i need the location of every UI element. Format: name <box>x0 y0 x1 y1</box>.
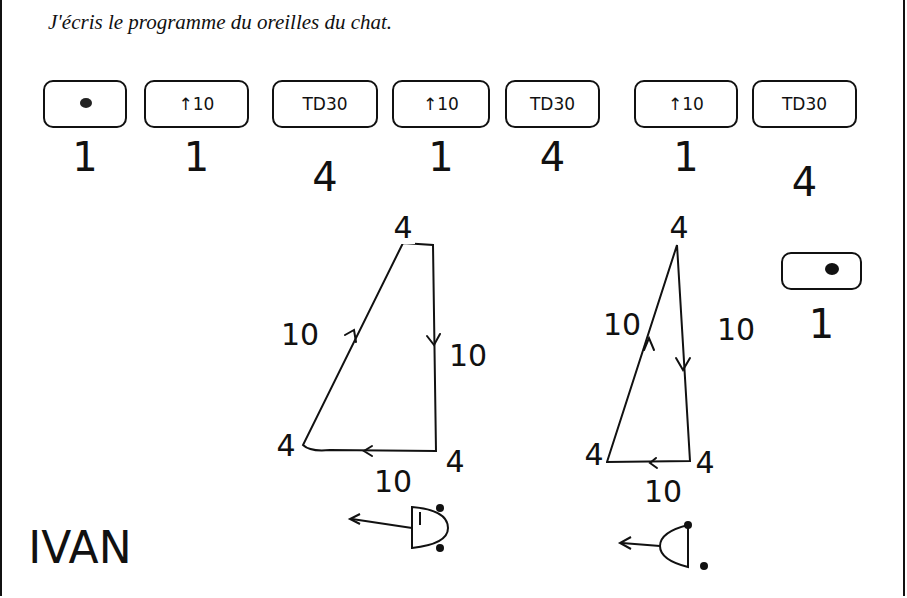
robot-icon <box>350 507 448 548</box>
program-card: ↑10 1 <box>634 80 738 181</box>
card-box: TD30 <box>752 80 857 128</box>
pen-dot <box>825 263 839 275</box>
command-text: ↑10 <box>423 94 459 114</box>
dimension-label: 4 <box>667 212 690 244</box>
command-text: TD30 <box>302 94 347 114</box>
program-card: TD30 4 <box>505 80 600 181</box>
triangle-right <box>607 245 690 468</box>
dimension-label: 4 <box>391 212 414 244</box>
card-box <box>43 80 127 128</box>
dimension-label: 4 <box>274 430 297 462</box>
dimension-label: 10 <box>601 309 643 341</box>
dimension-label: 10 <box>715 314 757 346</box>
repeat-number: 1 <box>184 135 209 179</box>
program-card: 1 <box>43 80 127 181</box>
triangle-left <box>303 243 440 456</box>
dimension-label: 4 <box>443 446 466 478</box>
dimension-label: 10 <box>642 476 684 508</box>
program-card: ↑10 1 <box>392 80 490 181</box>
program-card: 1 <box>781 252 862 348</box>
robot-icon <box>620 525 688 567</box>
robot-wheel <box>436 504 444 512</box>
command-text: ↑10 <box>668 94 704 114</box>
card-box: TD30 <box>272 80 378 128</box>
card-box: ↑10 <box>392 80 490 128</box>
repeat-number: 1 <box>72 135 97 179</box>
card-box: TD30 <box>505 80 600 128</box>
command-text: TD30 <box>782 94 827 114</box>
command-text: TD30 <box>530 94 575 114</box>
repeat-number: 1 <box>673 135 698 179</box>
card-box: ↑10 <box>634 80 738 128</box>
robot-wheel <box>700 562 708 570</box>
command-text: ↑10 <box>179 94 215 114</box>
repeat-number: 4 <box>540 135 565 179</box>
dimension-label: 10 <box>447 340 489 372</box>
signature: IVAN <box>26 524 133 572</box>
card-box: ↑10 <box>144 80 249 128</box>
card-box <box>781 252 862 290</box>
dimension-label: 4 <box>582 439 605 471</box>
pen-dot <box>80 98 92 108</box>
repeat-number: 1 <box>428 135 453 179</box>
repeat-number: 4 <box>792 160 817 204</box>
robot-wheel <box>436 544 444 552</box>
repeat-number: 1 <box>809 302 834 346</box>
program-card: TD30 4 <box>272 80 378 201</box>
title-text: J'écris le programme du oreilles du chat… <box>48 10 392 35</box>
dimension-label: 10 <box>372 466 414 498</box>
program-card: ↑10 1 <box>144 80 249 181</box>
program-card: TD30 4 <box>752 80 857 206</box>
robot-wheel <box>684 521 692 529</box>
dimension-label: 10 <box>279 319 321 351</box>
dimension-label: 4 <box>693 447 716 479</box>
repeat-number: 4 <box>312 155 337 199</box>
